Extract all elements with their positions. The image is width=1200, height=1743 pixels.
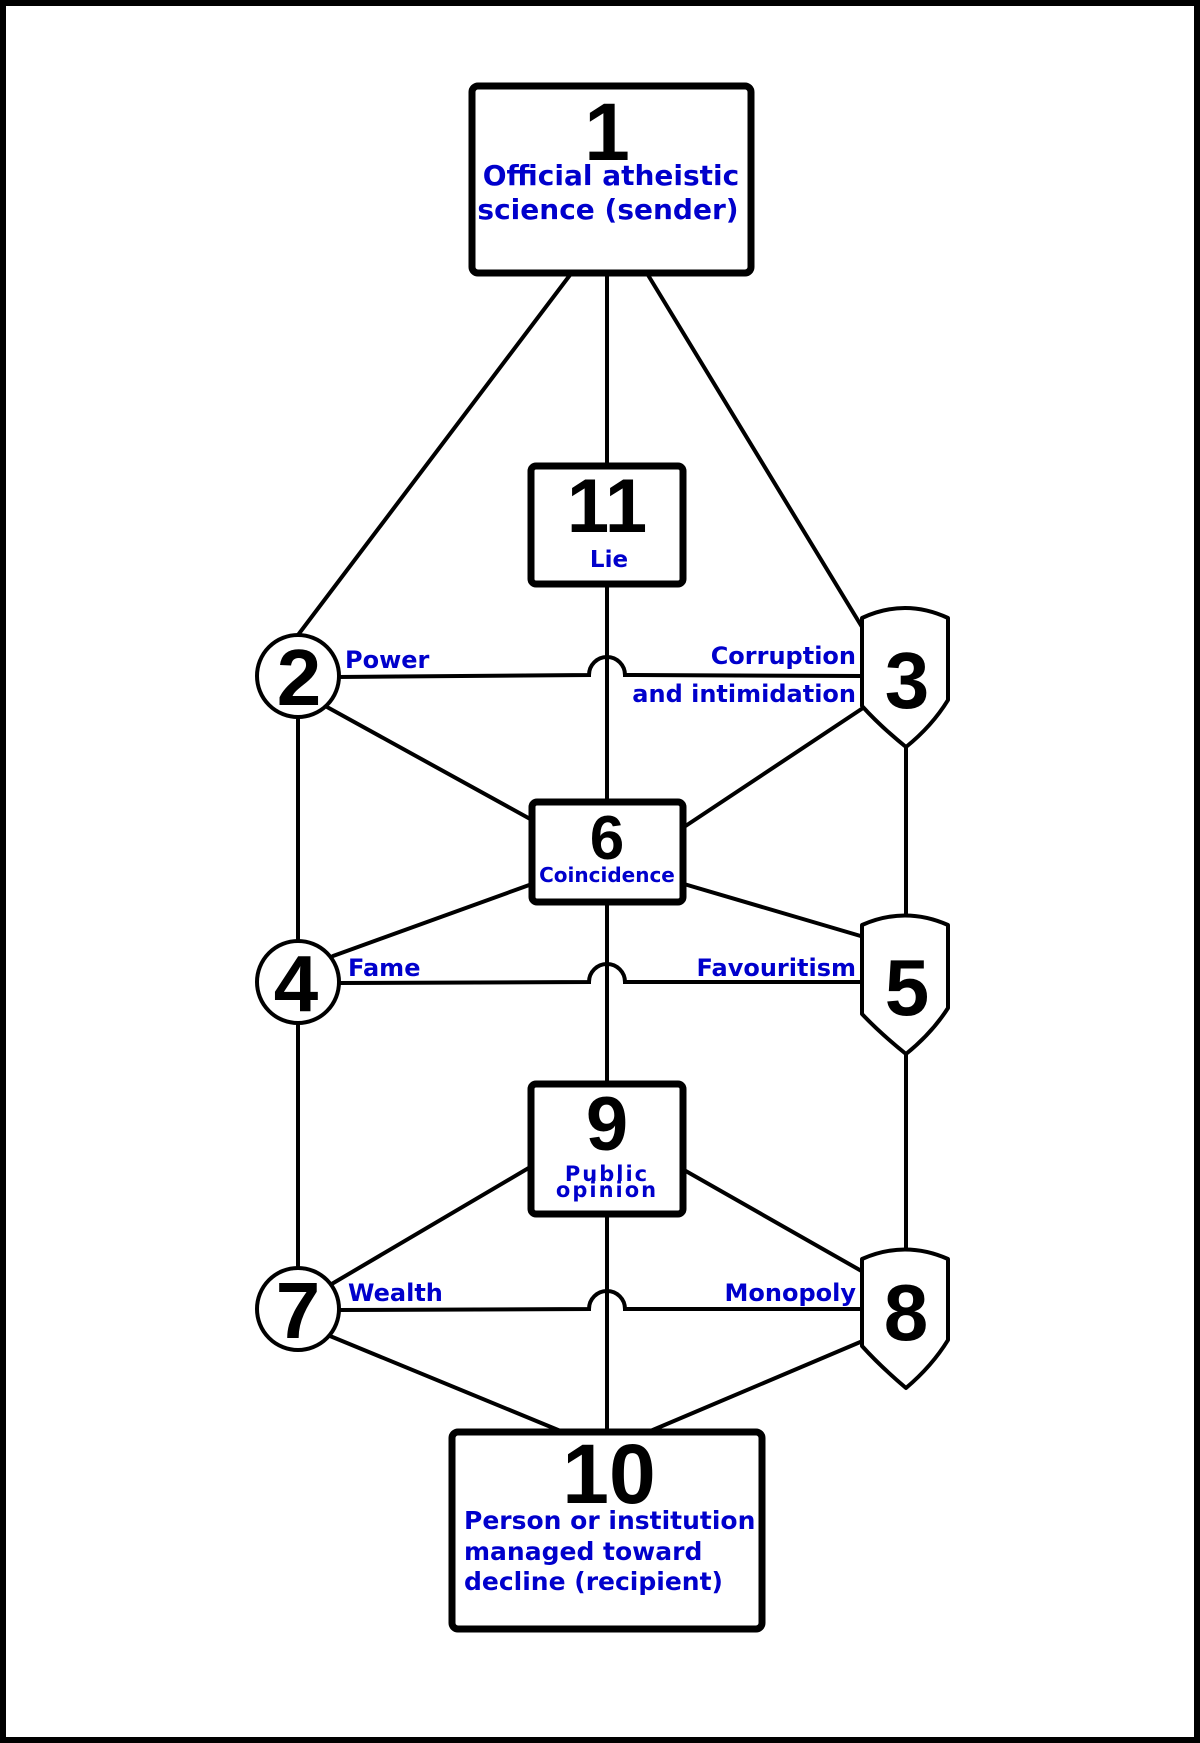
edge-1-2 [296, 273, 572, 637]
node-1-label-line-1: Official atheistic [483, 159, 740, 192]
edge-6-4 [331, 882, 534, 958]
edge-9-7 [328, 1164, 534, 1287]
node-10-number: 10 [562, 1427, 655, 1521]
edges [296, 273, 908, 1434]
node-9: 9 Public opinion [527, 1080, 687, 1218]
node-1: 1 Official atheistic science (sender) [468, 82, 755, 277]
node-11: 11 Lie [527, 462, 687, 588]
node-5-number: 5 [885, 943, 930, 1032]
node-3-label-line-1: Corruption [711, 642, 856, 670]
node-1-number: 1 [584, 87, 630, 178]
node-2-label: Power [345, 646, 430, 674]
node-4: 4 Fame [255, 939, 420, 1028]
node-2-number: 2 [277, 633, 322, 722]
node-9-number: 9 [586, 1082, 628, 1167]
node-11-number: 11 [567, 464, 647, 549]
node-7-number: 7 [276, 1266, 321, 1355]
node-3-number: 3 [885, 636, 930, 725]
node-3: 3 Corruption and intimidation [632, 606, 950, 749]
node-4-label: Fame [348, 954, 420, 982]
node-10-label-line-1: Person or institution [464, 1506, 755, 1535]
node-8-label: Monopoly [725, 1279, 857, 1307]
edge-9-8 [682, 1168, 867, 1275]
node-7: 7 Wealth [255, 1266, 443, 1355]
edge-2-6 [325, 705, 534, 822]
node-6: 6 Coincidence [528, 798, 687, 906]
node-4-number: 4 [274, 939, 319, 1028]
node-3-label-line-2: and intimidation [632, 680, 856, 708]
edge-6-5 [682, 882, 866, 939]
node-6-number: 6 [590, 804, 624, 873]
node-2: 2 Power [255, 633, 430, 722]
node-7-label: Wealth [348, 1279, 443, 1307]
node-8: 8 Monopoly [725, 1247, 950, 1390]
edge-3-6 [682, 704, 868, 829]
node-6-label: Coincidence [539, 863, 675, 887]
node-5: 5 Favouritism [697, 913, 950, 1056]
edge-8-10 [646, 1338, 867, 1434]
node-1-label-line-2: science (sender) [477, 193, 738, 226]
node-10: 10 Person or institution managed toward … [448, 1427, 766, 1633]
edge-1-3 [646, 273, 864, 629]
edge-7-10 [328, 1334, 565, 1434]
edge-2-3-hop [336, 655, 864, 679]
node-10-label-line-2: managed toward [464, 1537, 702, 1566]
node-9-label-line-2: opinion [556, 1178, 658, 1202]
node-9-label-line-1: Public [565, 1162, 649, 1186]
node-10-label-line-3: decline (recipient) [464, 1567, 723, 1596]
node-11-label: Lie [590, 547, 628, 573]
node-5-label: Favouritism [697, 954, 856, 982]
node-8-number: 8 [884, 1268, 929, 1357]
